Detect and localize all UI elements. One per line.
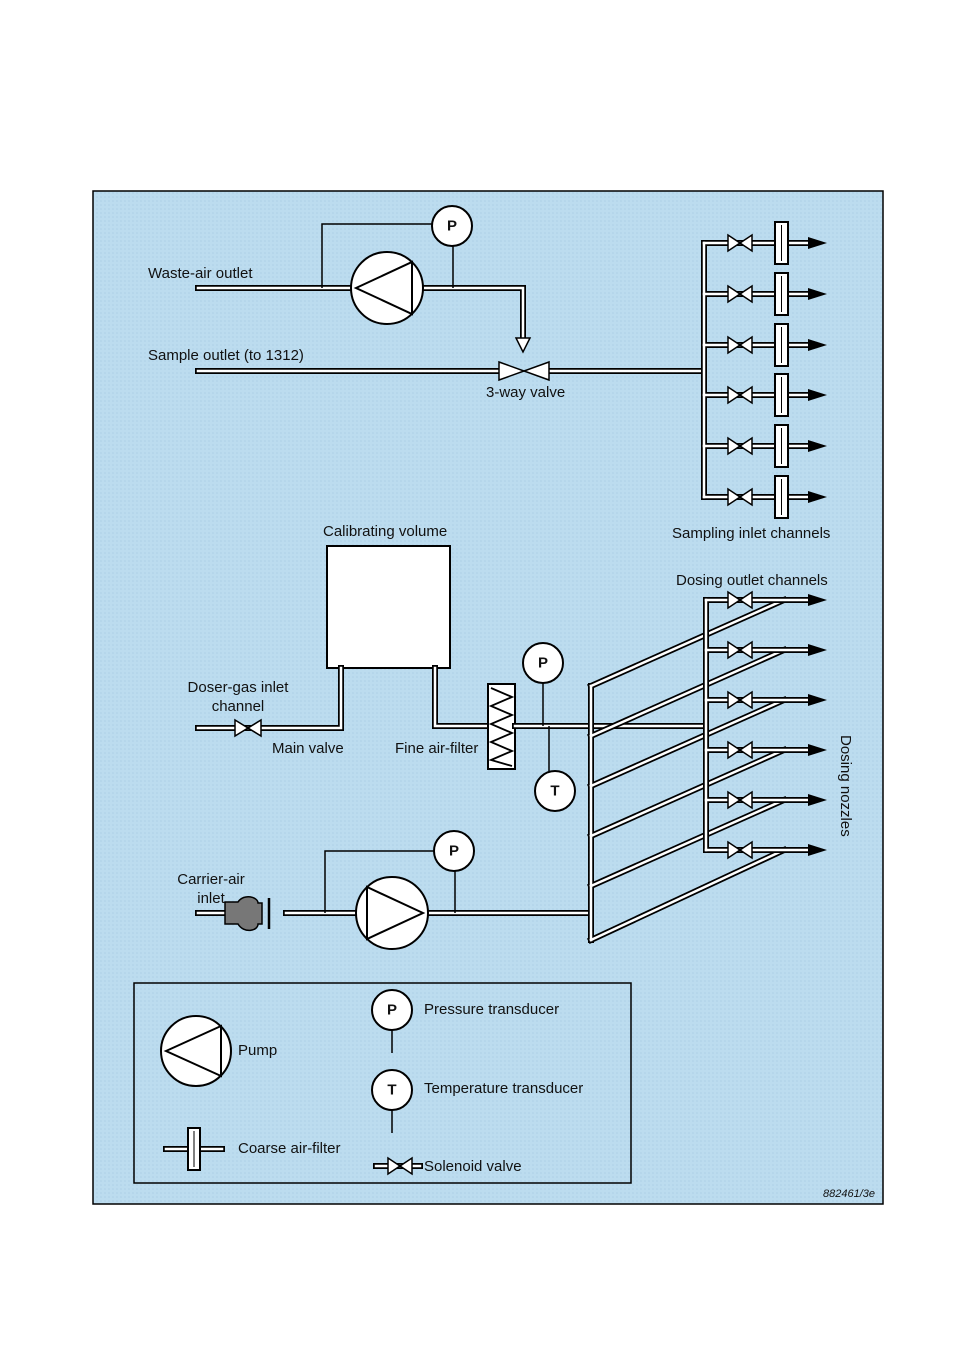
three-way-valve: [498, 360, 550, 382]
label-three-way-valve: 3-way valve: [486, 384, 565, 401]
legend-box: [133, 982, 632, 1184]
legend-temperature-icon: T: [371, 1069, 413, 1133]
main-valve: [234, 718, 262, 738]
carrier-manifold: [587, 596, 788, 944]
label-doser-gas-inlet-2: channel: [212, 698, 265, 715]
carrier-air-pump: [355, 876, 429, 950]
sampling-arrowheads: [808, 237, 827, 503]
carrier-air-inlet-filter: [224, 896, 271, 932]
label-calibrating-volume: Calibrating volume: [323, 523, 447, 540]
fine-air-filter: [487, 683, 516, 770]
legend-temperature-label: Temperature transducer: [424, 1080, 583, 1097]
legend-solenoid-valve-label: Solenoid valve: [424, 1158, 522, 1175]
label-dosing-nozzles: Dosing nozzles: [837, 735, 854, 837]
waste-air-pipe: [195, 285, 532, 354]
legend-coarse-filter-icon: [163, 1127, 225, 1171]
label-main-valve: Main valve: [272, 740, 344, 757]
label-carrier-air-2: inlet: [197, 890, 225, 907]
label-doser-gas-inlet-1: Doser-gas inlet: [188, 679, 290, 696]
sampling-solenoid-valves: [727, 233, 753, 507]
sampling-coarse-filters: [774, 221, 789, 519]
svg-text:P: P: [447, 218, 457, 235]
svg-text:P: P: [538, 655, 548, 672]
calibrating-volume: [326, 545, 451, 669]
label-waste-air-outlet: Waste-air outlet: [148, 265, 253, 282]
dosing-outlet-manifold: [703, 597, 813, 853]
figure-id: 882461/3e: [823, 1188, 875, 1200]
dosing-transducer-stems: [542, 682, 550, 771]
dosing-arrowheads: [808, 594, 827, 856]
label-carrier-air-1: Carrier-air: [177, 871, 245, 888]
legend-coarse-filter-label: Coarse air-filter: [238, 1140, 341, 1157]
carrier-pump-bypass: [324, 850, 456, 913]
svg-text:T: T: [550, 783, 559, 800]
fine-filter-pipe: [432, 665, 491, 729]
waste-air-pump: [350, 251, 424, 325]
legend-pressure-label: Pressure transducer: [424, 1001, 559, 1018]
temperature-transducer-dosing: T: [534, 770, 576, 812]
legend-solenoid-valve-icon: [373, 1156, 423, 1176]
legend-pump-icon: [160, 1015, 232, 1087]
dosing-solenoid-valves: [727, 590, 753, 860]
label-dosing-outlet-channels: Dosing outlet channels: [676, 572, 828, 589]
label-fine-air-filter: Fine air-filter: [395, 740, 478, 757]
legend-pump-label: Pump: [238, 1042, 277, 1059]
label-sample-outlet: Sample outlet (to 1312): [148, 347, 304, 364]
waste-pump-bypass: [321, 223, 454, 288]
svg-text:T: T: [387, 1082, 396, 1099]
legend-pressure-icon: P: [371, 989, 413, 1053]
pressure-transducer-carrier: P: [433, 830, 475, 872]
svg-text:P: P: [387, 1002, 397, 1019]
svg-text:P: P: [449, 843, 459, 860]
label-sampling-inlet-channels: Sampling inlet channels: [672, 525, 830, 542]
pressure-transducer-dosing: P: [522, 642, 564, 684]
pressure-transducer-waste: P: [431, 205, 473, 247]
